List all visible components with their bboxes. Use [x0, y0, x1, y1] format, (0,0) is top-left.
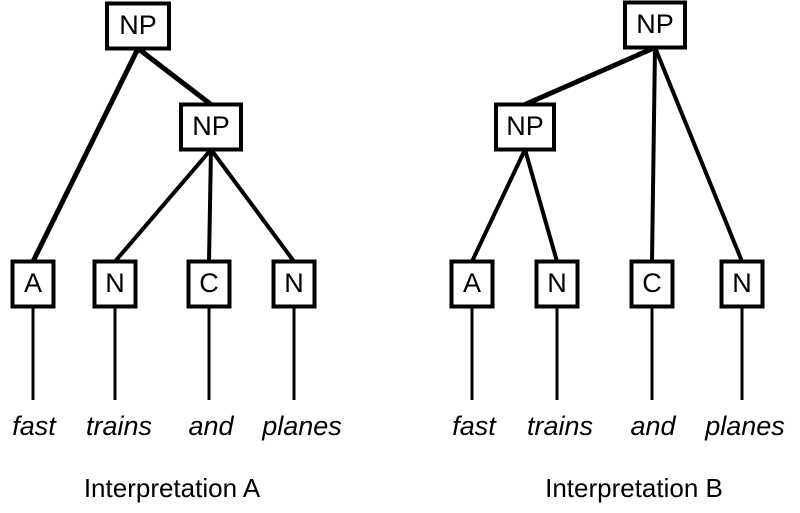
terminal-word: fast — [452, 411, 497, 441]
tree-edge — [30, 47, 141, 263]
tree-node-label: N — [105, 268, 125, 298]
tree-node-label: N — [547, 268, 567, 298]
terminal-word: trains — [86, 411, 152, 441]
tree-node-label: A — [24, 268, 42, 298]
tree-caption: Interpretation B — [545, 473, 723, 503]
tree-edge — [650, 47, 657, 262]
tree-node-box-c[interactable] — [629, 259, 675, 309]
tree-node-box-np[interactable] — [623, 0, 687, 50]
tree-node-box-np[interactable] — [105, 1, 171, 51]
tree-node-label: NP — [636, 9, 674, 39]
tree-node-box-n[interactable] — [271, 259, 317, 309]
terminal-word: fast — [12, 411, 57, 441]
terminal-word: planes — [261, 411, 342, 441]
tree-node-label: A — [463, 268, 481, 298]
tree-node-box-a[interactable] — [449, 259, 495, 309]
tree-node-box-n[interactable] — [534, 259, 580, 309]
tree-edge — [470, 148, 527, 263]
terminal-word: and — [630, 411, 676, 441]
tree-node-label: C — [199, 268, 219, 298]
tree-edge — [653, 46, 744, 263]
terminal-word: planes — [704, 411, 785, 441]
tree-node-box-n[interactable] — [719, 259, 765, 309]
tree-edge — [523, 148, 559, 263]
tree-caption: Interpretation A — [84, 473, 261, 503]
tree-node-label: NP — [119, 10, 157, 40]
tree-edge — [136, 46, 213, 107]
tree-node-box-c[interactable] — [186, 259, 232, 309]
tree-node-label: C — [642, 268, 662, 298]
tree-node-label: NP — [506, 111, 544, 141]
tree-edge — [209, 148, 296, 263]
tree-node-label: N — [284, 268, 304, 298]
tree-node-box-n[interactable] — [92, 259, 138, 309]
terminal-word: and — [188, 411, 234, 441]
tree-edge — [523, 45, 657, 107]
tree-node-label: NP — [192, 111, 230, 141]
tree-edge — [207, 149, 213, 262]
tree-edge — [113, 148, 213, 263]
tree-node-box-np[interactable] — [494, 102, 556, 152]
tree-node-label: N — [732, 268, 752, 298]
tree-node-box-a[interactable] — [10, 259, 56, 309]
tree-node-box-np[interactable] — [179, 102, 243, 152]
terminal-word: trains — [527, 411, 593, 441]
